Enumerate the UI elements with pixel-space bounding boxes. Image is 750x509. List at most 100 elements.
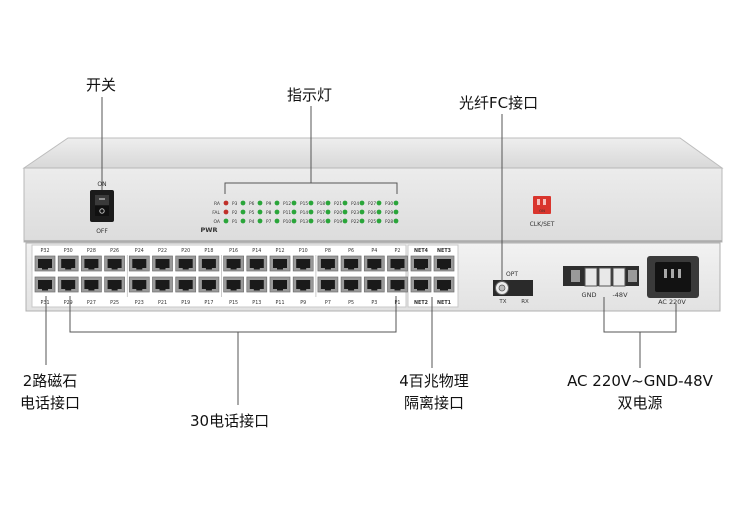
led-port-label: P20 — [334, 210, 342, 216]
port-led — [359, 209, 365, 215]
dc-terminal-block[interactable] — [563, 266, 639, 287]
net-port[interactable] — [433, 255, 455, 272]
rj11-port[interactable] — [340, 276, 362, 293]
led-port-label: P23 — [351, 210, 359, 216]
rj11-port[interactable] — [317, 255, 339, 272]
led-port-label: P27 — [368, 201, 376, 207]
port-label-bottom: P25 — [110, 300, 119, 306]
port-label-bottom: P13 — [252, 300, 261, 306]
net-port[interactable] — [433, 276, 455, 293]
port-led — [325, 209, 331, 215]
port-label-bottom: P5 — [348, 300, 354, 306]
led-row-label: OA — [213, 219, 220, 225]
net-label-top: NET4 — [414, 248, 429, 254]
rj11-port[interactable] — [198, 255, 220, 272]
rj11-port[interactable] — [128, 255, 150, 272]
rj11-port[interactable] — [292, 276, 314, 293]
rj11-port[interactable] — [246, 255, 268, 272]
port-label-bottom: P23 — [135, 300, 144, 306]
port-label-bottom: P17 — [204, 300, 213, 306]
led-port-label: P17 — [317, 210, 325, 216]
led-port-label: P25 — [368, 219, 376, 225]
rj11-port[interactable] — [152, 276, 173, 293]
led-port-label: P6 — [249, 201, 255, 207]
rj11-port[interactable] — [175, 255, 197, 272]
port-led — [393, 218, 399, 224]
port-label-top: P8 — [325, 248, 331, 254]
port-label-bottom: P15 — [229, 300, 238, 306]
rj11-port[interactable] — [340, 255, 362, 272]
port-label-bottom: P19 — [181, 300, 190, 306]
port-led — [291, 200, 297, 206]
callout-power-line1: AC 220V~GND-48V — [567, 372, 713, 390]
port-label-top: P28 — [87, 248, 96, 254]
rj11-port[interactable] — [81, 255, 102, 272]
rj11-port[interactable] — [34, 276, 56, 293]
port-label-top: P4 — [371, 248, 377, 254]
port-label-top: P14 — [252, 248, 261, 254]
rj11-ports-panel — [31, 244, 407, 308]
opt-rx-label: RX — [521, 299, 529, 305]
dip-switch[interactable] — [533, 196, 551, 214]
net-port[interactable] — [410, 276, 432, 293]
port-label-top: P18 — [204, 248, 213, 254]
rj11-port[interactable] — [387, 255, 408, 272]
opt-tx-label: TX — [498, 299, 506, 305]
port-label-top: P2 — [395, 248, 401, 254]
led-port-label: P10 — [283, 219, 291, 225]
led-port-label: P19 — [334, 219, 342, 225]
port-label-top: P26 — [110, 248, 119, 254]
led-port-label: P30 — [385, 201, 393, 207]
gnd-label: GND — [582, 291, 597, 299]
port-led — [257, 200, 263, 206]
status-led — [223, 218, 229, 224]
upper-front-panel — [23, 167, 723, 243]
rj11-port[interactable] — [104, 276, 125, 293]
power-switch[interactable] — [90, 190, 114, 222]
rj11-port[interactable] — [81, 276, 102, 293]
led-port-label: P2 — [232, 210, 238, 216]
callout-switch: 开关 — [86, 76, 117, 94]
rj11-port[interactable] — [223, 255, 244, 272]
rj11-port[interactable] — [175, 276, 197, 293]
ac-power-inlet[interactable] — [647, 256, 699, 298]
rj11-port[interactable] — [363, 255, 385, 272]
rj11-port[interactable] — [269, 276, 291, 293]
rj11-port[interactable] — [152, 255, 173, 272]
led-port-label: P28 — [385, 219, 393, 225]
led-port-label: P8 — [266, 210, 272, 216]
led-port-label: P24 — [351, 201, 359, 207]
led-row-label: FAL — [212, 210, 220, 216]
rj11-port[interactable] — [317, 276, 339, 293]
callout-indicators: 指示灯 — [287, 86, 333, 104]
rj11-port[interactable] — [223, 276, 244, 293]
port-label-top: P10 — [299, 248, 308, 254]
rj11-port[interactable] — [128, 276, 150, 293]
led-port-label: P29 — [385, 210, 393, 216]
rj11-port[interactable] — [104, 255, 125, 272]
rj11-port[interactable] — [387, 276, 408, 293]
rj11-port[interactable] — [246, 276, 268, 293]
port-label-top: P32 — [41, 248, 50, 254]
led-port-label: P4 — [249, 219, 255, 225]
rj11-port[interactable] — [34, 255, 56, 272]
rj11-port[interactable] — [363, 276, 385, 293]
rj11-port[interactable] — [57, 255, 79, 272]
optical-fc-port[interactable] — [493, 280, 533, 296]
rj11-port[interactable] — [292, 255, 314, 272]
callout-30-phone-ports: 30电话接口 — [190, 412, 270, 430]
net-port[interactable] — [410, 255, 432, 272]
rj11-port[interactable] — [269, 255, 291, 272]
port-led — [376, 200, 382, 206]
port-led — [274, 200, 280, 206]
rj11-port[interactable] — [198, 276, 220, 293]
port-led — [291, 218, 297, 224]
led-port-label: P11 — [283, 210, 291, 216]
rj11-port[interactable] — [57, 276, 79, 293]
led-port-label: P26 — [368, 210, 376, 216]
port-led — [308, 209, 314, 215]
port-led — [240, 218, 246, 224]
chassis-top — [22, 137, 724, 169]
port-led — [308, 200, 314, 206]
